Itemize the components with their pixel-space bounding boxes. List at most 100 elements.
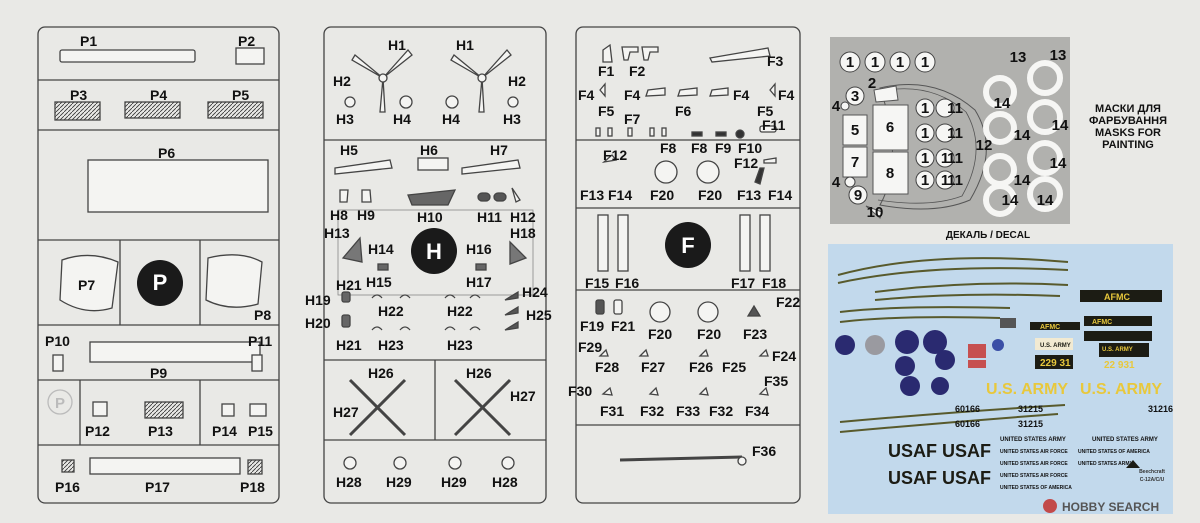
part-label: P17 (145, 479, 170, 495)
decal-text-number: 31215 (1018, 419, 1043, 429)
part-label: H23 (378, 337, 404, 353)
part-label: H21 (336, 337, 362, 353)
part-label: F13 (580, 187, 604, 203)
part-label: P7 (78, 277, 95, 293)
part-label: F6 (675, 103, 692, 119)
mask-number: 12 (976, 137, 993, 154)
decal-text-markings: UNITED STATES OF AMERICA (1000, 485, 1072, 491)
part-label: F20 (698, 187, 722, 203)
part-label: F7 (624, 111, 641, 127)
part-label: F1 (598, 63, 615, 79)
part-label: H29 (441, 474, 467, 490)
part-label: H28 (492, 474, 518, 490)
part-label: F5 (757, 103, 774, 119)
part-label: P18 (240, 479, 265, 495)
decal-text-markings: UNITED STATES ARMY (1078, 461, 1134, 467)
part-label: H11 (477, 209, 502, 225)
part-label: F22 (776, 294, 800, 310)
part-p3 (54, 101, 101, 121)
part-label: P15 (248, 423, 273, 439)
part-label: P8 (254, 307, 271, 323)
mask-number: 6 (886, 119, 894, 136)
part-label: H3 (336, 111, 354, 127)
part-label: F14 (768, 187, 792, 203)
mask-number: 1 (941, 150, 949, 167)
part-p9 (89, 341, 261, 363)
part-label: P10 (45, 333, 70, 349)
part-label: F12 (603, 147, 627, 163)
mask-number: 11 (947, 100, 963, 117)
part-label: H19 (305, 292, 331, 308)
sprue-p-frame (37, 26, 280, 504)
mask-number: 1 (846, 54, 854, 71)
roundel-star (835, 335, 855, 355)
mask-number: 11 (947, 125, 963, 142)
decal-maker: Beechcraft (1139, 469, 1165, 475)
decal-text-afmc: AFMC (1092, 319, 1112, 326)
part-p5 (207, 101, 264, 119)
part-label: F25 (722, 359, 746, 375)
decal-text-markings: UNITED STATES OF AMERICA (1078, 449, 1150, 455)
sprue-f-labels: F1 F2 F3 F4 F4 F4 F4 F5 F5 F6 F7 F8 F8 F… (568, 53, 800, 459)
part-label: F15 (585, 275, 609, 291)
part-label: H23 (447, 337, 473, 353)
decal-model: C-12A/C/U (1140, 477, 1165, 483)
decal-text-markings: UNITED STATES ARMY (1092, 437, 1158, 443)
part-label: H18 (510, 225, 536, 241)
decal-text-us-army: U.S. ARMY (1080, 381, 1162, 398)
part-label: F12 (734, 155, 758, 171)
part-label: F8 (691, 140, 708, 156)
sprue-p-labels: P1 P2 P3 P4 P5 P6 P7 P8 P9 P10 P11 P12 P… (45, 33, 273, 495)
mask-number: 1 (921, 125, 929, 142)
mask-title-line: ФАРБУВАННЯ (1089, 115, 1167, 127)
part-label: F28 (595, 359, 619, 375)
part-label: H28 (336, 474, 362, 490)
mask-number: 9 (854, 187, 862, 204)
sprue-h (323, 26, 547, 504)
part-label: H16 (466, 241, 492, 257)
decal-text-markings: UNITED STATES AIR FORCE (1000, 449, 1068, 455)
mask-number: 14 (994, 95, 1011, 112)
part-label: H20 (305, 315, 331, 331)
part-label: F3 (767, 53, 784, 69)
part-label: F9 (715, 140, 732, 156)
mask-number: 14 (1037, 192, 1054, 209)
part-label: F17 (731, 275, 755, 291)
roundel-star (865, 335, 885, 355)
part-label: F11 (762, 117, 786, 133)
part-label: H14 (368, 241, 394, 257)
mask-number: 11 (947, 172, 963, 189)
part-label: F20 (697, 326, 721, 342)
part-label: H2 (508, 73, 526, 89)
part-p1 (59, 49, 196, 63)
part-label: P1 (80, 33, 97, 49)
decal-text-serial: 229 31 (1040, 358, 1071, 369)
part-p11 (251, 354, 263, 372)
decal-text-army-small: U.S. ARMY (1102, 347, 1133, 353)
mask-shapes (842, 83, 987, 219)
mask-number: 1 (921, 54, 929, 71)
decal-text-markings: UNITED STATES AIR FORCE (1000, 473, 1068, 479)
mask-number: 1 (921, 150, 929, 167)
part-label: H17 (466, 274, 492, 290)
part-label: F16 (615, 275, 639, 291)
part-p17 (89, 457, 241, 475)
part-p4 (124, 101, 181, 119)
part-label: F20 (648, 326, 672, 342)
part-label: H22 (378, 303, 404, 319)
part-label: H13 (324, 225, 350, 241)
part-p6 (87, 159, 269, 213)
sprue-p-ghost-letter: P (55, 395, 65, 412)
part-label: F10 (738, 140, 762, 156)
part-label: H12 (510, 209, 536, 225)
mask-number: 14 (1002, 192, 1019, 209)
part-label: F4 (578, 87, 595, 103)
decal-text-afmc: AFMC (1104, 292, 1130, 302)
part-label: H1 (456, 37, 474, 53)
part-label: F31 (600, 403, 624, 419)
part-label: H22 (447, 303, 473, 319)
part-label: P2 (238, 33, 255, 49)
part-label: H3 (503, 111, 521, 127)
sprue-f-frame (575, 26, 801, 504)
